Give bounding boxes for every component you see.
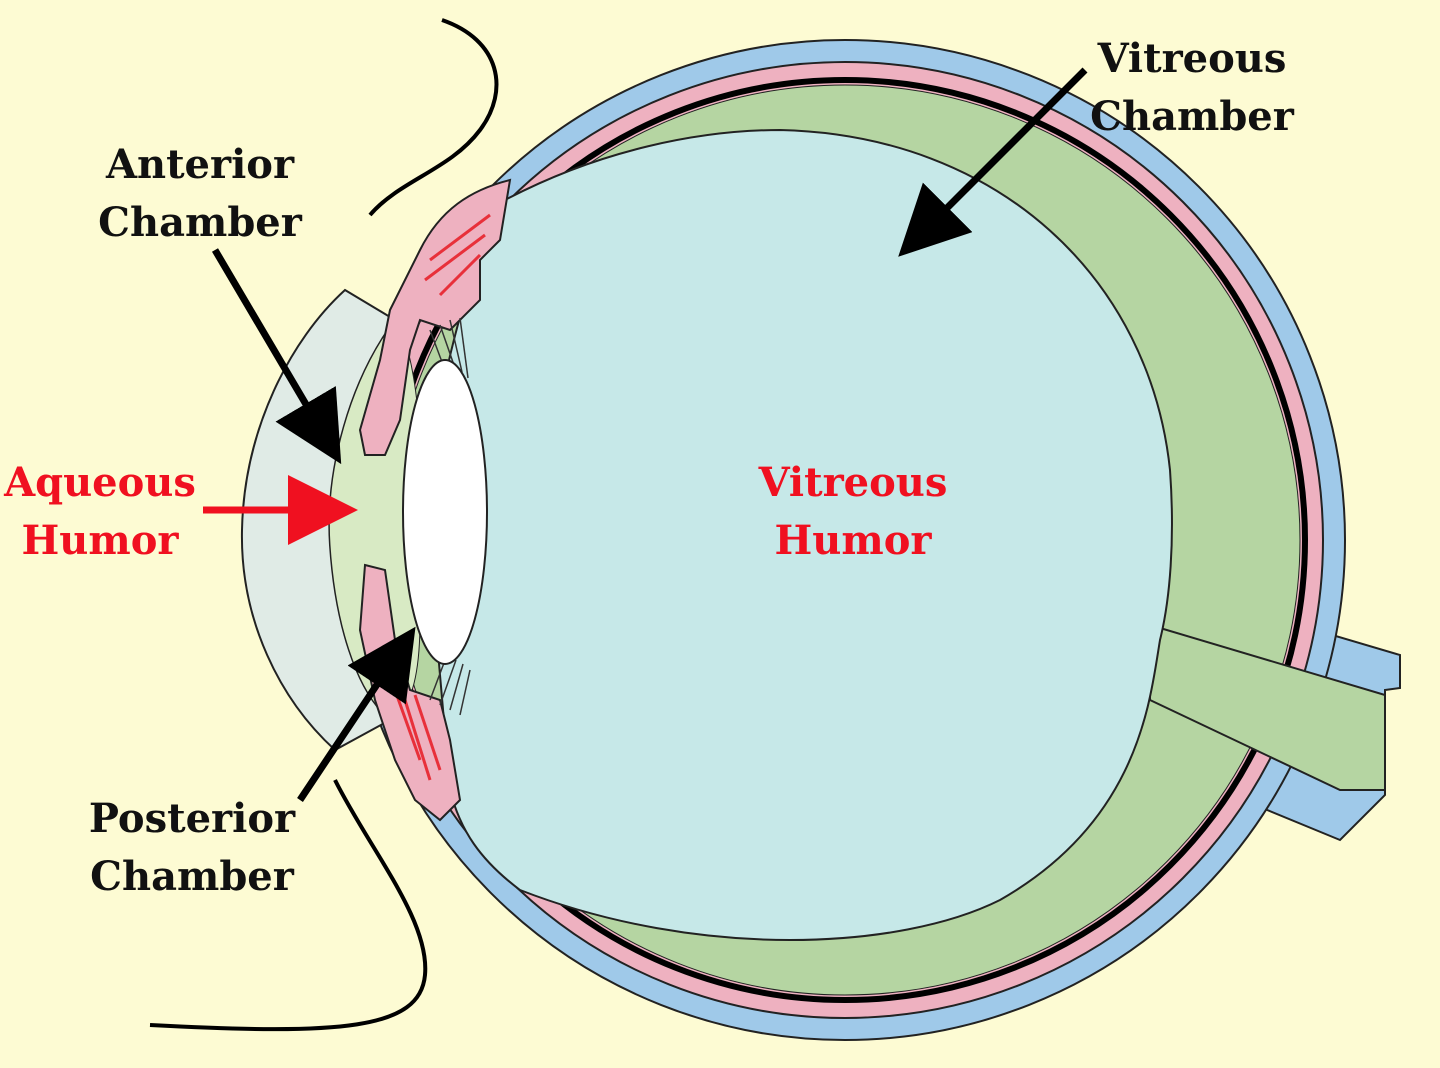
ciliary-body-upper [358,178,512,456]
upper-eyelid-line [368,18,499,217]
arrow-posterior-chamber [297,626,416,802]
label-vitreous-humor-line1: Vitreous [758,459,948,506]
label-aqueous-humor-line1: Aqueous [3,459,196,506]
lens [402,359,488,665]
label-anterior-chamber-line1: Anterior [105,141,295,188]
lower-eyelid-line [149,779,428,1032]
label-vitreous-chamber-line1: Vitreous [1097,35,1287,82]
label-vitreous-chamber-line2: Chamber [1090,93,1295,140]
label-vitreous-humor-line2: Humor [775,517,933,564]
label-aqueous-humor-line2: Humor [22,517,180,564]
vitreous-body [429,128,1173,941]
label-posterior-chamber-line1: Posterior [89,795,296,842]
arrow-anterior-chamber [211,248,342,465]
label-posterior-chamber-line2: Chamber [90,853,295,900]
label-anterior-chamber-line2: Chamber [98,199,303,246]
zonular-fibers [429,317,471,716]
arrow-vitreous-chamber [898,67,1088,257]
